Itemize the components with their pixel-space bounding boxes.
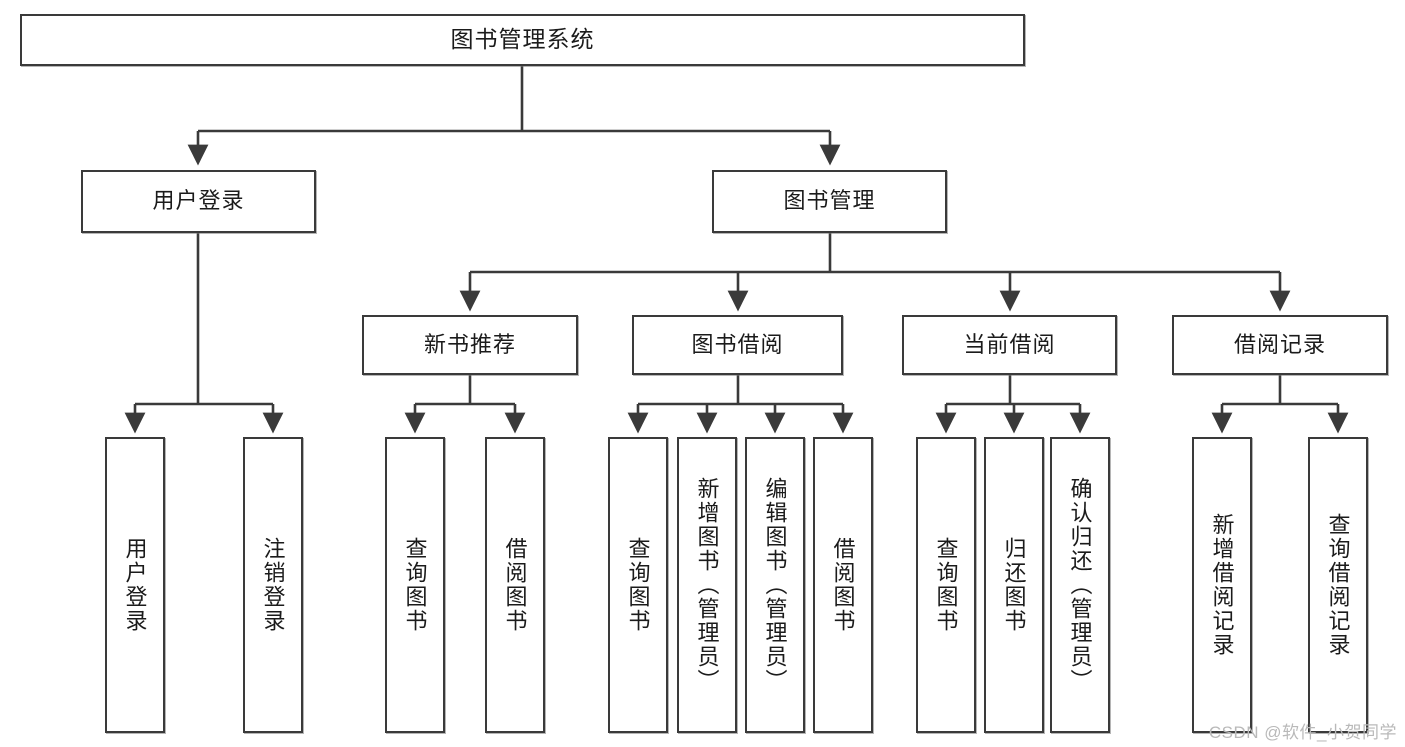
node-label: 用户登录 <box>152 188 245 214</box>
node-label: 图书借阅 <box>691 331 784 357</box>
node-borrow-records[interactable]: 借阅记录 <box>1172 315 1388 375</box>
leaf-add-book-admin[interactable]: 新增图书（管理员） <box>677 437 737 733</box>
node-label: 用户登录 <box>122 537 148 633</box>
node-label: 编辑图书（管理员） <box>762 477 788 693</box>
node-label: 查询图书 <box>933 537 959 633</box>
leaf-return-book[interactable]: 归还图书 <box>984 437 1044 733</box>
node-new-book-recommend[interactable]: 新书推荐 <box>362 315 578 375</box>
node-label: 注销登录 <box>260 537 286 633</box>
node-label: 确认归还（管理员） <box>1067 477 1093 693</box>
node-label: 借阅记录 <box>1233 331 1326 357</box>
node-book-management[interactable]: 图书管理 <box>712 170 947 233</box>
node-user-login[interactable]: 用户登录 <box>81 170 316 233</box>
leaf-query-borrow-record[interactable]: 查询借阅记录 <box>1308 437 1368 733</box>
leaf-user-login[interactable]: 用户登录 <box>105 437 165 733</box>
node-label: 新增图书（管理员） <box>694 477 720 693</box>
leaf-logout[interactable]: 注销登录 <box>243 437 303 733</box>
node-label: 新书推荐 <box>423 331 516 357</box>
node-label: 查询图书 <box>625 537 651 633</box>
node-label: 查询借阅记录 <box>1325 513 1351 657</box>
node-label: 归还图书 <box>1001 537 1027 633</box>
leaf-edit-book-admin[interactable]: 编辑图书（管理员） <box>745 437 805 733</box>
node-label: 图书管理系统 <box>450 26 595 53</box>
node-label: 借阅图书 <box>830 537 856 633</box>
leaf-add-borrow-record[interactable]: 新增借阅记录 <box>1192 437 1252 733</box>
node-label: 图书管理 <box>783 188 876 214</box>
node-label: 当前借阅 <box>963 331 1056 357</box>
leaf-query-book-recommend[interactable]: 查询图书 <box>385 437 445 733</box>
leaf-query-book-borrow[interactable]: 查询图书 <box>608 437 668 733</box>
node-current-borrow[interactable]: 当前借阅 <box>902 315 1117 375</box>
leaf-confirm-return-admin[interactable]: 确认归还（管理员） <box>1050 437 1110 733</box>
leaf-borrow-book[interactable]: 借阅图书 <box>813 437 873 733</box>
node-book-borrow[interactable]: 图书借阅 <box>632 315 843 375</box>
leaf-query-book-current[interactable]: 查询图书 <box>916 437 976 733</box>
node-label: 查询图书 <box>402 537 428 633</box>
csdn-watermark: CSDN @软件_小贺同学 <box>1208 723 1397 742</box>
leaf-borrow-book-recommend[interactable]: 借阅图书 <box>485 437 545 733</box>
node-root-system[interactable]: 图书管理系统 <box>20 14 1025 66</box>
node-label: 新增借阅记录 <box>1209 513 1235 657</box>
node-label: 借阅图书 <box>502 537 528 633</box>
